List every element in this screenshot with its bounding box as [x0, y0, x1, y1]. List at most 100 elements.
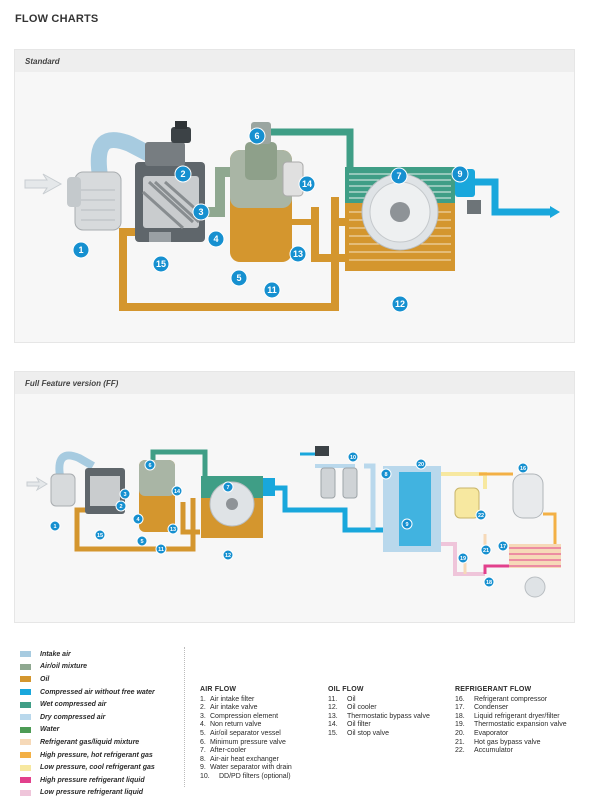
component-marker-circle [155, 543, 167, 555]
compressed-air-outlet [475, 178, 550, 216]
component-marker-number: 6 [148, 463, 151, 469]
compression-element [135, 142, 205, 242]
component-list-item: 8.Air-air heat exchanger [200, 756, 292, 765]
legend-item: Refrigerant gas/liquid mixture [20, 736, 155, 749]
legend-label: Refrigerant gas/liquid mixture [40, 738, 140, 746]
component-list-item: 20.Evaporator [455, 730, 567, 739]
component-marker-number: 2 [119, 504, 122, 510]
component-marker-number: 14 [174, 489, 181, 495]
component-marker-number: 18 [486, 580, 492, 586]
legend-label: Oil [40, 675, 50, 683]
component-number: 13. [328, 712, 338, 720]
component-name: Hot gas bypass valve [474, 738, 541, 746]
refrigerant-flow-list: REFRIGERANT FLOW 16.Refrigerant compress… [455, 686, 567, 756]
legend-swatch [20, 752, 31, 759]
component-number: 2. [200, 704, 206, 712]
legend-swatch [20, 789, 31, 796]
component-list-item: 11.Oil [328, 696, 430, 705]
component-list-item: 19.Thermostatic expansion valve [455, 721, 567, 730]
legend-item: Low pressure, cool refrigerant gas [20, 761, 155, 774]
component-name: Accumulator [474, 747, 513, 755]
component-name: Thermostatic bypass valve [347, 712, 430, 720]
component-marker-circle [174, 165, 192, 183]
component-name: Oil filter [347, 721, 371, 729]
ff-dd-filter [320, 467, 336, 499]
component-number: 10. [200, 772, 210, 780]
component-marker-number: 4 [213, 234, 218, 244]
component-marker-number: 8 [384, 472, 387, 478]
component-marker-number: 11 [158, 547, 164, 553]
component-list-item: 6.Minimum pressure valve [200, 739, 292, 748]
component-marker-circle [119, 488, 131, 500]
standard-panel-title: Standard [25, 57, 60, 66]
component-marker-circle [115, 500, 127, 512]
component-number: 5. [200, 729, 206, 737]
component-marker-number: 4 [136, 517, 140, 523]
oil-stop-valve [149, 232, 171, 242]
component-list-item: 5.Air/oil separator vessel [200, 730, 292, 739]
component-number: 17. [455, 704, 465, 712]
component-marker-circle [391, 295, 409, 313]
air-intake-valve [171, 121, 191, 143]
component-marker-circle [480, 544, 492, 556]
component-marker-circle [230, 269, 248, 287]
component-name: After-cooler [210, 747, 247, 755]
component-name: Air intake valve [210, 704, 258, 712]
legend-label: Low pressure refrigerant liquid [40, 789, 144, 797]
legend-swatch [20, 726, 31, 733]
component-marker-number: 3 [198, 207, 203, 217]
legend-label: Wet compressed air [40, 701, 107, 709]
component-marker-number: 1 [78, 245, 83, 255]
legend-item: Water [20, 724, 155, 737]
legend-item: High pressure refrigerant liquid [20, 774, 155, 787]
component-marker-circle [451, 165, 469, 183]
component-number: 21. [455, 738, 465, 746]
component-list-item: 12.Oil cooler [328, 704, 430, 713]
component-number: 1. [200, 695, 206, 703]
ff-accumulator [454, 487, 480, 519]
component-marker-number: 21 [483, 548, 489, 554]
component-marker-circle [207, 230, 225, 248]
component-number: 16. [455, 695, 465, 703]
component-list-item: 1.Air intake filter [200, 696, 292, 705]
component-number: 15. [328, 729, 338, 737]
component-number: 19. [455, 721, 465, 729]
component-marker-circle [457, 552, 469, 564]
component-marker-number: 12 [225, 553, 231, 559]
component-marker-number: 7 [396, 171, 401, 181]
component-marker-circle [132, 513, 144, 525]
legend-swatch [20, 777, 31, 784]
ff-panel-title: Full Feature version (FF) [25, 379, 119, 388]
legend-item: Oil [20, 673, 155, 686]
component-marker-circle [347, 451, 359, 463]
component-number: 18. [455, 712, 465, 720]
legend-swatch [20, 651, 31, 658]
ff-refrigerant-compressor [512, 473, 544, 519]
component-marker-number: 13 [170, 527, 176, 533]
component-marker-circle [517, 462, 529, 474]
component-list-item: 15.Oil stop valve [328, 730, 430, 739]
component-marker-circle [94, 529, 106, 541]
legend-label: Intake air [40, 650, 71, 658]
component-number: 20. [455, 729, 465, 737]
component-list-item: 4.Non return valve [200, 721, 292, 730]
component-marker-circle [222, 549, 234, 561]
component-list-item: 21. Hot gas bypass valve [455, 739, 567, 748]
component-marker-number: 13 [293, 249, 303, 259]
component-name: Oil cooler [347, 704, 377, 712]
component-marker-circle [401, 518, 413, 530]
legend-label: High pressure, hot refrigerant gas [40, 751, 153, 759]
component-list-item: 14.Oil filter [328, 721, 430, 730]
component-marker-circle [167, 523, 179, 535]
component-name: Compression element [210, 712, 279, 720]
ff-evaporator [399, 472, 431, 546]
standard-panel-header: Standard [15, 50, 574, 72]
component-name: Minimum pressure valve [210, 738, 286, 746]
component-list-item: 10.DD/PD filters (optional) [200, 773, 292, 782]
component-marker-number: 15 [156, 259, 166, 269]
component-number: 8. [200, 755, 206, 763]
standard-panel: Standard [15, 50, 574, 342]
